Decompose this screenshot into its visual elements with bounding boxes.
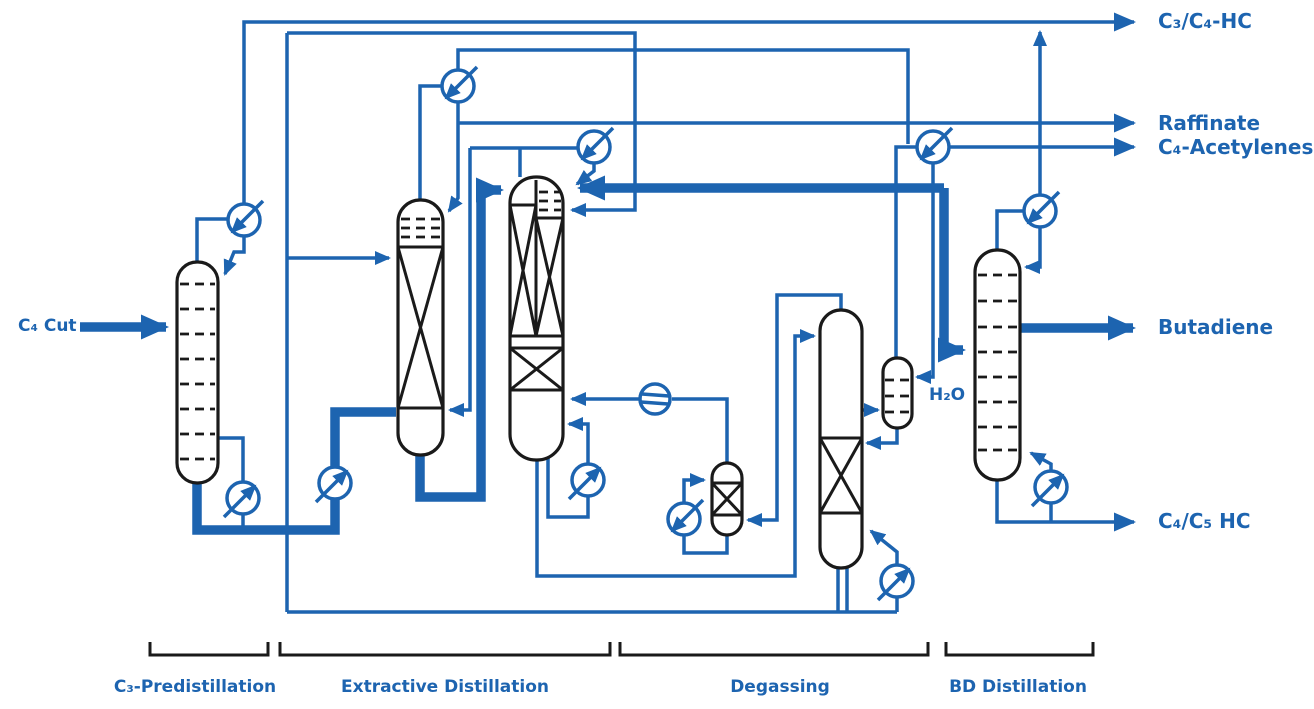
cooler-arrow-icon [580, 126, 615, 161]
heater-arrow-icon [567, 466, 602, 501]
bracket-degassing [618, 642, 930, 657]
bracket-c3-predistillation [148, 642, 270, 657]
pipe-k1-reflux [223, 236, 246, 276]
heater-arrow-icon [1030, 473, 1065, 508]
pipe-water [915, 163, 935, 384]
column-degasser [818, 308, 864, 570]
hx-bd-reboiler [1030, 469, 1069, 508]
column-c3-predistillation [175, 260, 220, 485]
pipe-k1-overhead [195, 217, 229, 262]
pipes-thick [80, 175, 1136, 535]
hx-degasser-reboiler [876, 563, 915, 602]
bracket-bd-distillation [944, 642, 1095, 657]
hx-recycle-cooler [666, 498, 705, 537]
hx-bd-condenser [1022, 190, 1061, 229]
hx-k2-feed-heater [314, 465, 353, 504]
label-c4c5-hc: C₄/C₅ HC [1158, 509, 1251, 533]
pipe-k3-vapor-to-k2 [448, 148, 472, 417]
heater-arrow-icon [876, 567, 911, 602]
pipe-k1-bottoms-to-k2 [192, 407, 396, 535]
label-raffinate: Raffinate [1158, 111, 1261, 135]
bracket-extractive-distillation [278, 642, 612, 657]
pipe-k2-bottoms-to-k3 [415, 177, 504, 502]
pipe-k3-to-degasser [535, 329, 816, 578]
compressor-icon [638, 382, 672, 416]
pipe-acetylenes [894, 137, 1136, 358]
vessel-water-wash [881, 356, 914, 430]
pipes-thin [195, 12, 1136, 614]
hx-k1-condenser [226, 199, 265, 238]
hx-water-cooler [915, 126, 954, 165]
cooler-arrow-icon [1026, 190, 1061, 225]
cooler-arrow-icon [670, 498, 705, 533]
hx-k3-reboiler [567, 462, 606, 501]
label-c4-cut-feed: C₄ Cut [18, 316, 77, 336]
pipe-c4c5-bottoms [995, 480, 1136, 532]
label-h2o: H₂O [929, 385, 966, 405]
heater-arrow-icon [222, 484, 257, 519]
section-label-bd-distillation: BD Distillation [949, 677, 1087, 697]
section-brackets [148, 642, 1095, 657]
pipe-k2-cond-top [456, 48, 910, 144]
pipe-k3-reboiler [546, 417, 590, 519]
cooler-arrow-icon [230, 199, 265, 234]
section-label-degassing: Degassing [730, 677, 830, 697]
column-extractive-2 [508, 175, 565, 462]
pipe-c3c4-header [242, 12, 1136, 204]
vessel-recycle-drum [710, 461, 744, 537]
column-bd-distillation [973, 248, 1022, 482]
pipe-k2-overhead [418, 84, 444, 203]
pipe-vessel-cooler-loop [682, 473, 729, 555]
label-c3c4-hc: C₃/C₄-HC [1158, 9, 1252, 33]
cooler-arrow-icon [444, 65, 479, 100]
pipe-bd-overhead [995, 209, 1026, 250]
label-c4-acetylenes: C₄-Acetylenes [1158, 135, 1314, 159]
section-label-c3-predistillation: C₃-Predistillation [113, 677, 277, 697]
pipe-feed-to-bd [938, 188, 966, 363]
cooler-arrow-icon [919, 126, 954, 161]
pipe-bd-reflux [1024, 227, 1042, 274]
pipe-degasser-overhead [746, 293, 843, 527]
label-butadiene: Butadiene [1158, 315, 1274, 339]
heater-arrow-icon [314, 469, 349, 504]
pipe-wash-to-degasser [865, 428, 899, 450]
pipe-compressor-suction [672, 397, 729, 463]
hx-k1-reboiler [222, 480, 261, 519]
hx-k2-condenser [440, 65, 479, 104]
column-extractive-1 [396, 198, 445, 457]
pipe-k2-reflux [447, 123, 463, 213]
hx-k3-condenser [576, 126, 615, 165]
pipe-k3-reflux [575, 163, 596, 186]
section-label-extractive-distillation: Extractive Distillation [341, 677, 549, 697]
